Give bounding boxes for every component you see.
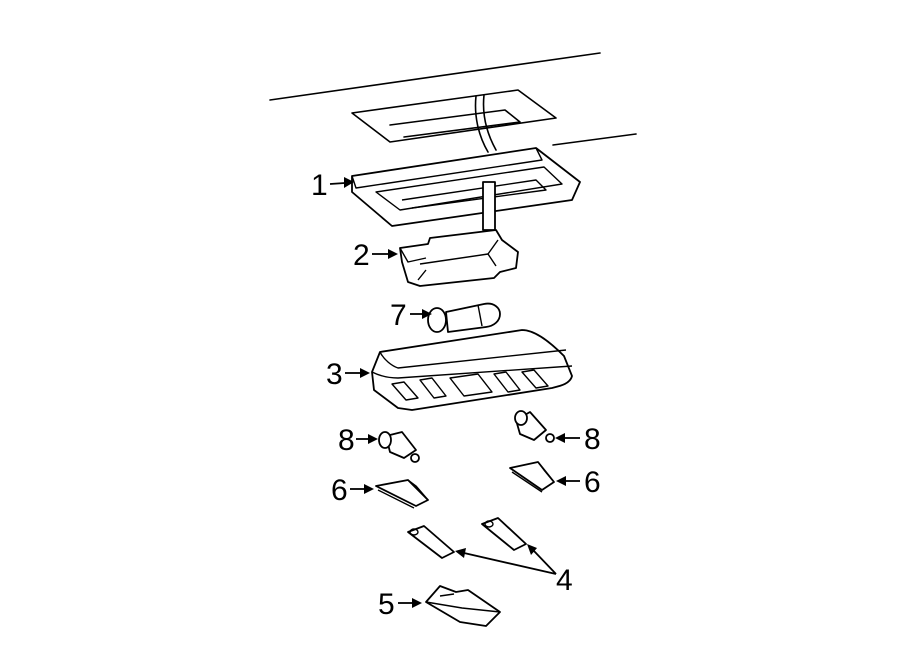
- callout-8-right: 8: [584, 423, 601, 456]
- callout-2: 2: [353, 239, 370, 272]
- part-6-lens-left: [375, 479, 429, 509]
- part-5-cover: [425, 585, 501, 627]
- part-8-bulb-left: [378, 431, 420, 463]
- part-8-bulb-right: [514, 410, 555, 443]
- callout-6-right: 6: [584, 466, 601, 499]
- part-7-bulb: [427, 302, 501, 333]
- part-4-lens-left: [407, 525, 455, 559]
- callout-labels: 1 2 7 3 8 8 6 6 4 5: [311, 169, 601, 621]
- callout-arrows: [329, 177, 580, 608]
- roof-panel: [269, 52, 637, 153]
- callout-7: 7: [390, 299, 407, 332]
- callout-8-left: 8: [338, 424, 355, 457]
- callout-5: 5: [378, 588, 395, 621]
- callout-4: 4: [556, 564, 573, 597]
- callout-1: 1: [311, 169, 328, 202]
- part-3-lamp-housing: [371, 329, 573, 411]
- part-2-bracket: [399, 229, 519, 287]
- part-4-lens-right: [481, 517, 527, 551]
- part-1-bezel: [351, 147, 581, 231]
- callout-6-left: 6: [331, 474, 348, 507]
- callout-3: 3: [326, 358, 343, 391]
- part-6-lens-right: [509, 461, 555, 493]
